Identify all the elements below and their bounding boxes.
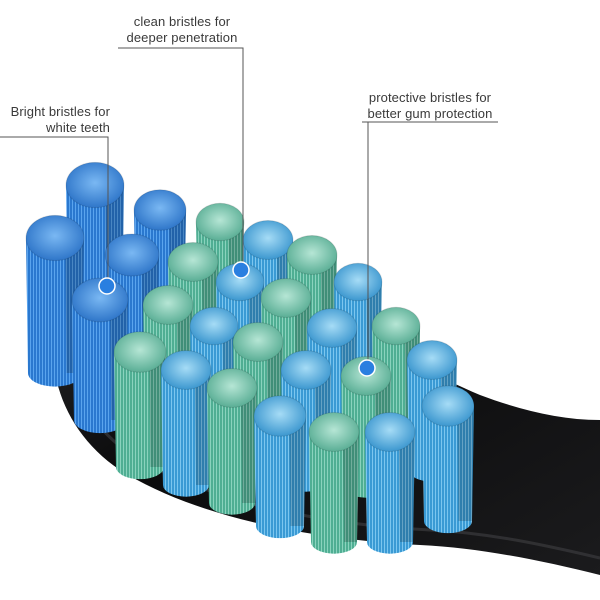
leader-clean-bristles: [118, 47, 244, 268]
tuft-body: [114, 352, 166, 480]
tuft-top: [113, 331, 167, 373]
tuft-top: [333, 262, 383, 302]
callout-clean-line-1: clean bristles for: [133, 14, 231, 29]
callout-protective-line-2: better gum protection: [367, 106, 493, 121]
tuft-top: [142, 285, 194, 325]
callout-protective-bristles: protective bristles for better gum prote…: [360, 90, 500, 122]
tuft-top: [406, 340, 458, 380]
tuft-body: [254, 416, 306, 539]
callout-protective-line-1: protective bristles for: [368, 90, 492, 105]
protective-bristle-tuft: [253, 395, 307, 539]
tuft-top: [286, 235, 338, 275]
protective-bristle-tuft: [421, 385, 475, 534]
tuft-shadow: [398, 432, 415, 542]
tuft-body: [26, 238, 84, 387]
tuft-shadow: [194, 370, 211, 485]
tuft-top: [25, 214, 85, 262]
tuft-shadow: [289, 416, 306, 526]
protective-bristle-tuft: [364, 412, 416, 554]
callout-leaders: [0, 47, 498, 377]
tuft-top: [104, 233, 160, 277]
tuft-top: [280, 350, 332, 390]
tuft-top: [167, 242, 219, 282]
tuft-top: [195, 202, 245, 242]
tuft-top: [260, 278, 312, 318]
callout-clean-bristles: clean bristles for deeper penetration: [118, 14, 246, 46]
callout-clean-line-2: deeper penetration: [126, 30, 238, 45]
callout-bright-bristles: Bright bristles for white teeth: [2, 104, 110, 136]
tuft-top: [242, 220, 294, 260]
tuft-top: [306, 308, 358, 348]
bristle-tufts: [25, 161, 475, 554]
leader-bright-bristles: [0, 136, 109, 284]
tuft-top: [65, 161, 125, 209]
tuft-shadow: [240, 388, 257, 503]
tuft-body: [207, 388, 257, 515]
tuft-body: [309, 432, 359, 554]
protective-bristle-tuft: [160, 350, 212, 497]
marker-protective-bristles: [358, 359, 376, 377]
clean-bristle-tuft: [113, 331, 167, 480]
tuft-top: [160, 350, 212, 390]
tuft-shadow: [342, 432, 359, 542]
tuft-top: [421, 385, 475, 427]
tuft-top: [371, 306, 421, 346]
tuft-body: [422, 406, 474, 534]
callout-bright-line-1: Bright bristles for: [10, 104, 110, 119]
tuft-shadow: [457, 406, 474, 521]
tuft-top: [189, 306, 239, 346]
marker-clean-bristles: [232, 261, 250, 279]
tuft-top: [253, 395, 307, 437]
marker-bright-bristles: [98, 277, 116, 295]
tuft-top: [308, 412, 360, 452]
tuft-body: [72, 300, 128, 434]
clean-bristle-tuft: [308, 412, 360, 554]
tuft-top: [364, 412, 416, 452]
callout-bright-line-2: white teeth: [46, 120, 110, 135]
tuft-top: [133, 189, 187, 231]
tuft-body: [161, 370, 211, 497]
clean-bristle-tuft: [206, 368, 258, 515]
tuft-top: [232, 322, 284, 362]
tuft-top: [206, 368, 258, 408]
tuft-body: [365, 432, 415, 554]
